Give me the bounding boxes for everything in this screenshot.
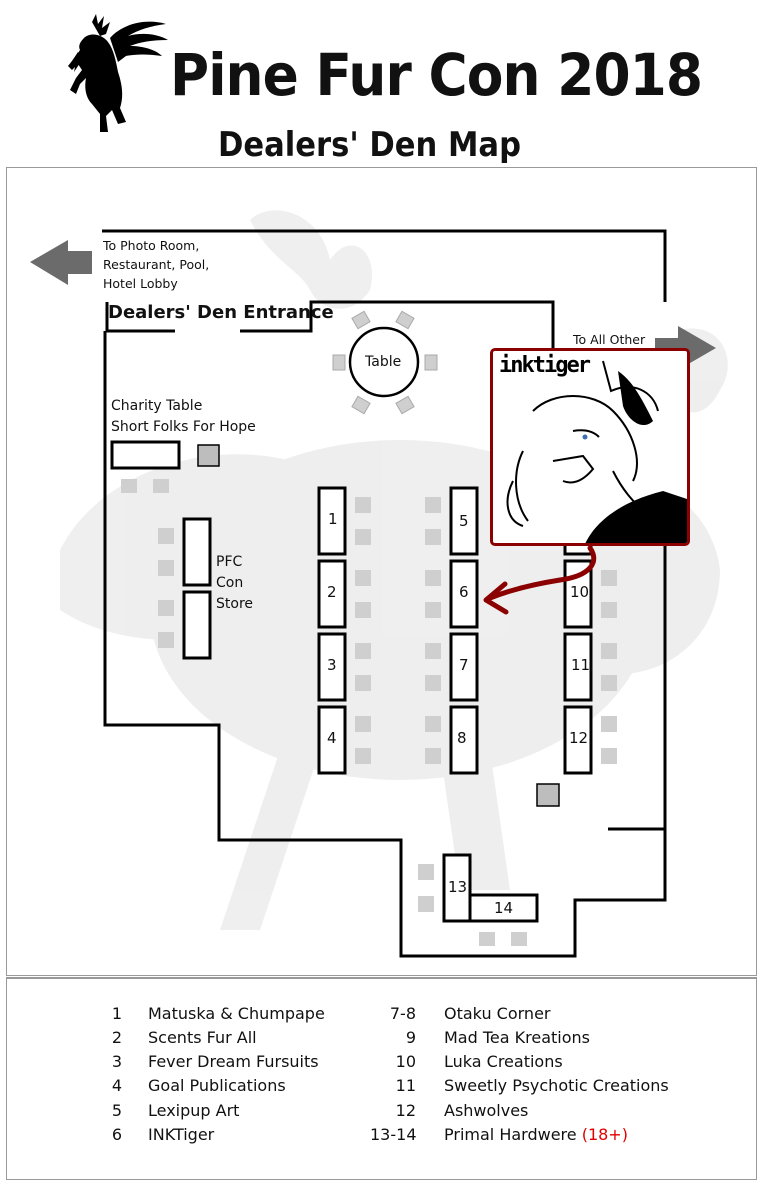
legend-name: Matuska & Chumpape <box>148 1004 325 1023</box>
wall-west <box>103 331 667 958</box>
legend-name: Scents Fur All <box>148 1028 257 1047</box>
booth-8-number: 8 <box>457 729 467 747</box>
legend-num: 13-14 <box>370 1125 417 1144</box>
booth-3-number: 3 <box>327 656 337 674</box>
arrow-left-icon[interactable] <box>30 240 92 285</box>
booth-12-number: 12 <box>569 729 589 747</box>
booth-7-number: 7 <box>459 656 469 674</box>
age-restriction-badge: (18+) <box>581 1125 628 1144</box>
legend-name: Luka Creations <box>444 1052 563 1071</box>
legend-name: Lexipup Art <box>148 1101 240 1120</box>
charity-box <box>197 444 220 467</box>
page-subtitle: Dealers' Den Map <box>218 125 521 165</box>
wall-outer-top <box>102 229 667 302</box>
exit-left-line-3: Hotel Lobby <box>103 276 178 291</box>
booth-10[interactable] <box>563 559 593 629</box>
chair <box>351 395 371 415</box>
pointer-arrow <box>483 545 597 615</box>
chair <box>395 395 415 415</box>
booth-2-number: 2 <box>327 583 337 601</box>
legend-num: 12 <box>395 1101 416 1120</box>
booth-8[interactable] <box>449 705 479 775</box>
con-store-tables[interactable] <box>182 517 212 660</box>
legend-num: 4 <box>111 1076 122 1095</box>
charity-line-1: Charity Table <box>111 398 203 414</box>
con-store-label: PFC Con Store <box>216 552 253 615</box>
legend-name: Otaku Corner <box>444 1004 551 1023</box>
inktiger-character-art <box>506 360 687 543</box>
booth-1[interactable] <box>317 486 347 556</box>
legend-name: Sweetly Psychotic Creations <box>444 1076 669 1095</box>
chairs-booths <box>355 497 617 946</box>
chair <box>424 354 438 371</box>
legend-num: 5 <box>111 1101 122 1120</box>
booth-14-number: 14 <box>494 899 514 917</box>
chair <box>395 310 415 330</box>
legend-name-text: Primal Hardwere <box>444 1125 577 1144</box>
exit-left-label: To Photo Room, Restaurant, Pool, Hotel L… <box>103 236 209 293</box>
booth-5[interactable] <box>449 486 479 556</box>
legend-frame <box>6 977 757 1180</box>
booth-12[interactable] <box>563 705 593 775</box>
wall-entrance-right <box>240 300 555 348</box>
booth-2[interactable] <box>317 559 347 629</box>
legend-num: 11 <box>395 1076 416 1095</box>
booth-11-number: 11 <box>571 656 591 674</box>
legend-num: 1 <box>111 1004 122 1023</box>
walls <box>102 229 667 958</box>
legend-num: 7-8 <box>389 1004 416 1023</box>
page-title: Pine Fur Con 2018 <box>170 41 703 109</box>
booth-13-number: 13 <box>448 878 468 896</box>
inktiger-logo: inktiger <box>499 353 591 378</box>
legend-num: 6 <box>111 1125 122 1144</box>
legend-name: Ashwolves <box>444 1101 529 1120</box>
booth-10-number: 10 <box>570 583 590 601</box>
chairs-charity <box>121 479 169 493</box>
map-frame <box>6 167 757 976</box>
inktiger-highlight-card[interactable]: inktiger <box>490 348 690 546</box>
round-table[interactable] <box>332 310 438 415</box>
wall-entrance-left <box>105 302 175 333</box>
booth-4[interactable] <box>317 705 347 775</box>
con-store-line-1: PFC <box>216 554 243 570</box>
booth-11[interactable] <box>563 632 593 702</box>
booth-5-number: 5 <box>459 512 469 530</box>
charity-line-2: Short Folks For Hope <box>111 419 256 435</box>
pine-fur-con-logo <box>68 14 168 132</box>
legend-num: 2 <box>111 1028 122 1047</box>
charity-table[interactable] <box>110 440 181 470</box>
booth-13[interactable] <box>442 853 472 923</box>
booth-7[interactable] <box>449 632 479 702</box>
chairs-con-store <box>158 528 174 648</box>
storage-box <box>536 783 560 807</box>
exit-right-label: To All Other <box>573 332 646 347</box>
legend-num: 9 <box>405 1028 416 1047</box>
charity-label: Charity Table Short Folks For Hope <box>111 396 256 438</box>
legend-name: Goal Publications <box>148 1076 286 1095</box>
booth-4-number: 4 <box>327 729 337 747</box>
booth-6-number: 6 <box>459 583 469 601</box>
chair <box>351 310 371 330</box>
booth-1-number: 1 <box>328 510 338 528</box>
legend-name: Mad Tea Kreations <box>444 1028 590 1047</box>
legend-num: 10 <box>395 1052 416 1071</box>
booth-14[interactable] <box>468 893 539 923</box>
legend-name: Fever Dream Fursuits <box>148 1052 319 1071</box>
round-table-label: Table <box>365 354 402 370</box>
con-store-line-3: Store <box>216 596 254 612</box>
entrance-label: Dealers' Den Entrance <box>108 302 334 323</box>
booth-6[interactable] <box>449 559 479 629</box>
legend-name: Primal Hardwere (18+) <box>444 1125 628 1144</box>
floor-plan <box>30 229 716 958</box>
booth-3[interactable] <box>317 632 347 702</box>
exit-left-line-1: To Photo Room, <box>103 238 200 253</box>
exit-left-line-2: Restaurant, Pool, <box>103 257 210 272</box>
legend-num: 3 <box>111 1052 122 1071</box>
con-store-line-2: Con <box>216 575 244 591</box>
legend-name: INKTiger <box>148 1125 215 1144</box>
chair <box>332 354 346 371</box>
